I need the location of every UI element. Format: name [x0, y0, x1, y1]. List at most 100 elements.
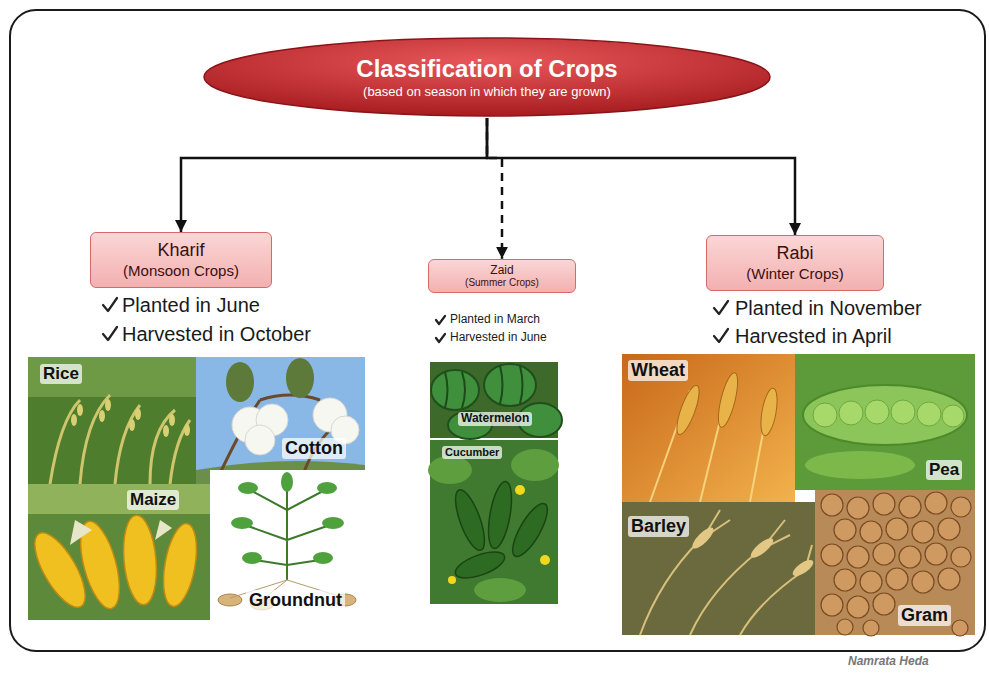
- rice-photo-part-part: [99, 410, 105, 422]
- pea-photo-part: [805, 451, 915, 479]
- groundnut-drawing: [210, 470, 365, 620]
- cotton-photo-part: [196, 357, 365, 484]
- pea-photo-part-part: [917, 402, 941, 426]
- cucumber-photo-part-part: [540, 555, 550, 565]
- gram-photo-part-part: [938, 568, 960, 590]
- watermelon-photo-part-part: [431, 370, 479, 410]
- crop-name: Pea: [926, 460, 962, 480]
- barley-photo-part-part: [690, 550, 760, 635]
- crop-name: Cucumber: [442, 446, 502, 459]
- cucumber-photo-part-part: [450, 487, 491, 554]
- node-subtitle: (Winter Crops): [746, 265, 844, 283]
- gram-photo-part-part: [821, 544, 843, 566]
- check-item: Planted in June: [122, 294, 260, 317]
- node-subtitle: (Summer Crops): [465, 277, 539, 289]
- gram-photo-part: [821, 492, 971, 636]
- maize-photo-part: [28, 484, 210, 514]
- cucumber-photo: [428, 440, 559, 604]
- wheat-photo-part: [622, 354, 795, 502]
- groundnut-drawing-part-part: [322, 517, 344, 529]
- gram-photo-part-part: [951, 547, 971, 567]
- groundnut-drawing-part-part: [313, 552, 333, 564]
- barley-photo-part: [622, 502, 815, 635]
- gram-photo-part-part: [860, 571, 882, 593]
- pea-photo-part-part: [839, 401, 863, 425]
- gram-photo-part: [815, 490, 975, 635]
- barley-photo-part-part: [700, 510, 812, 570]
- maize-photo-part-part: [158, 521, 202, 609]
- barley-photo-part-part: [748, 535, 776, 561]
- pea-photo-part-part: [942, 405, 964, 427]
- groundnut-drawing-part: [210, 470, 365, 620]
- check-marks-part: [714, 329, 728, 342]
- groundnut-drawing-part: [231, 472, 344, 564]
- crop-name: Maize: [127, 490, 179, 510]
- cucumber-photo-part-part: [474, 578, 526, 602]
- check-marks-part: [103, 298, 117, 311]
- gram-photo-part-part: [873, 593, 895, 615]
- rice-photo-part-part: [50, 400, 80, 484]
- cucumber-photo-part-part: [428, 456, 472, 484]
- wheat-photo-part: [650, 380, 770, 502]
- crop-name: Rice: [40, 364, 82, 384]
- gram-photo-part-part: [925, 492, 947, 514]
- branch-arrow: [487, 118, 795, 235]
- node-subtitle: (based on season in which they are grown…: [363, 84, 611, 100]
- gram-photo-part-part: [899, 496, 921, 518]
- gram-photo-part-part: [837, 619, 853, 635]
- pea-photo-part-part: [865, 400, 889, 424]
- pea-photo-part: [795, 354, 975, 490]
- cucumber-photo-part-part: [511, 449, 559, 481]
- cotton-photo: [196, 357, 365, 484]
- pea-photo-part: [803, 385, 967, 445]
- outer-frame: [10, 10, 985, 651]
- branch-arrow: [181, 118, 487, 232]
- groundnut-drawing-part-part: [317, 482, 337, 494]
- pea-photo-part-part: [891, 400, 915, 424]
- rice-photo-part-part: [184, 424, 190, 436]
- cotton-photo-part-part: [245, 425, 275, 455]
- gram-photo-part-part: [912, 521, 934, 543]
- watermelon-photo-part: [445, 366, 523, 408]
- check-item: Harvested in April: [735, 325, 892, 348]
- rice-photo-part: [28, 357, 196, 484]
- gram-photo-part-part: [821, 594, 843, 616]
- season-box: Kharif(Monsoon Crops): [90, 232, 272, 288]
- cotton-photo-part: [286, 358, 314, 398]
- rice-photo-part: [50, 395, 190, 484]
- gram-photo-part-part: [847, 497, 869, 519]
- pea-photo-part-part: [813, 403, 837, 427]
- cotton-photo-part: [226, 362, 254, 402]
- wheat-photo-part-part: [673, 383, 704, 437]
- check-marks-part: [436, 334, 445, 342]
- wheat-photo-part: [673, 371, 781, 437]
- rice-photo-part-part: [77, 404, 83, 416]
- crop-name: Gram: [898, 605, 951, 626]
- season-box: Rabi(Winter Crops): [706, 235, 884, 291]
- check-item: Harvested in October: [122, 323, 311, 346]
- cucumber-photo-part: [428, 449, 559, 602]
- crop-name: Cotton: [282, 438, 346, 459]
- cucumber-photo-part-part: [484, 480, 516, 550]
- groundnut-drawing-part-part: [238, 482, 258, 494]
- gram-photo-part-part: [873, 493, 895, 515]
- rice-photo-part-part: [169, 414, 175, 426]
- cucumber-photo-part: [450, 480, 554, 584]
- maize-photo-part-part: [70, 520, 92, 545]
- wheat-photo: [622, 354, 795, 502]
- rice-photo: [28, 357, 196, 484]
- gram-photo-part-part: [847, 596, 869, 618]
- barley-photo-part: [690, 525, 816, 579]
- rice-photo-part-part: [129, 419, 135, 431]
- maize-photo-part-part: [155, 520, 172, 540]
- gram-photo-part-part: [938, 518, 960, 540]
- watermelon-photo: [430, 362, 562, 439]
- crop-name: Watermelon: [458, 412, 532, 426]
- pea-photo-part: [813, 400, 964, 427]
- check-marks-part: [714, 301, 728, 314]
- gram-photo-part-part: [834, 569, 856, 591]
- gram-photo-part-part: [952, 620, 968, 636]
- watermelon-photo-part-part: [445, 372, 448, 408]
- gram-photo-part-part: [821, 494, 843, 516]
- gram-photo-part-part: [863, 620, 879, 636]
